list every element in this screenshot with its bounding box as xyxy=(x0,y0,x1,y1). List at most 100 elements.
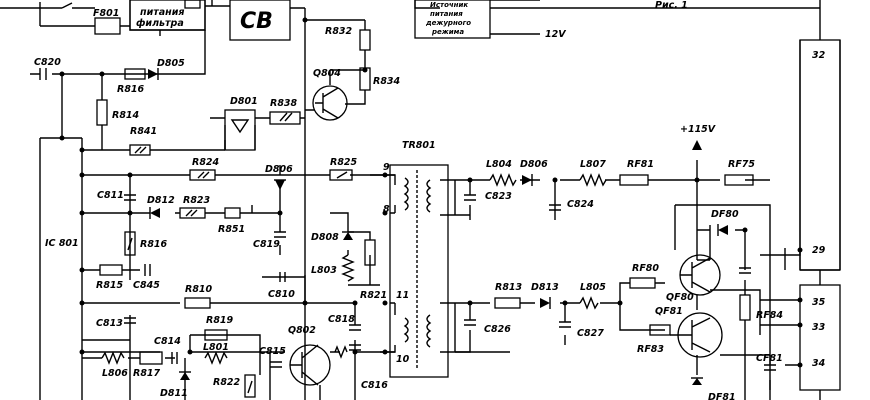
label-r819: R819 xyxy=(206,315,234,326)
label-r813: R813 xyxy=(495,282,523,293)
label-q802: Q802 xyxy=(288,325,316,336)
label-r822: R822 xyxy=(213,377,241,388)
label-l804: L804 xyxy=(486,159,512,170)
label-q804: Q804 xyxy=(313,68,341,79)
label-r821: R821 xyxy=(360,290,387,301)
resistor xyxy=(329,169,353,181)
label-rf83: RF83 xyxy=(637,344,664,355)
resistor xyxy=(124,231,136,256)
block-text: питания фильтра CB Источник питания дежу… xyxy=(136,0,826,369)
resistor xyxy=(269,111,301,125)
label-c827: C827 xyxy=(577,328,604,339)
tr801-core xyxy=(389,164,449,378)
resistor xyxy=(359,29,371,51)
connector-upper xyxy=(799,39,841,271)
label-c813: C813 xyxy=(96,318,123,329)
resistor xyxy=(96,99,108,126)
label-d806a: D806 xyxy=(265,164,293,175)
label-d812: D812 xyxy=(147,195,175,206)
standby-text-line2: питания xyxy=(430,10,463,18)
resistor xyxy=(129,144,151,156)
tr-pin-11: 11 xyxy=(396,290,409,301)
standby-text-line3: дежурного xyxy=(425,19,471,27)
tr-pin-10: 10 xyxy=(396,354,410,365)
label-cf81: CF81 xyxy=(756,353,783,364)
component-labels: F801 C820 R816 D805 R814 R832 Q804 R834 … xyxy=(34,8,783,400)
label-r816a: R816 xyxy=(117,84,145,95)
label-rf81: RF81 xyxy=(627,159,654,170)
filter-block xyxy=(129,0,206,31)
label-r814: R814 xyxy=(112,110,140,121)
connector-lower xyxy=(799,284,841,391)
cv-block xyxy=(229,0,291,41)
label-c811: C811 xyxy=(97,190,124,201)
label-rf84: RF84 xyxy=(756,310,783,321)
label-c819: C819 xyxy=(253,239,280,250)
label-c824: C824 xyxy=(567,199,594,210)
label-d808: D808 xyxy=(311,232,339,243)
pin-35: 35 xyxy=(812,297,826,308)
standby-text-line4: режима xyxy=(431,28,464,36)
label-l807: L807 xyxy=(580,159,606,170)
voltage-115v: +115V xyxy=(680,124,716,135)
label-ic801: IC 801 xyxy=(45,238,79,249)
label-rf75: RF75 xyxy=(728,159,755,170)
label-c820: C820 xyxy=(34,57,61,68)
label-l801: L801 xyxy=(203,342,229,353)
label-qf80: QF80 xyxy=(666,292,694,303)
components xyxy=(39,17,803,398)
standby-block xyxy=(414,0,491,39)
resistor xyxy=(189,169,216,181)
label-c810: C810 xyxy=(268,289,295,300)
resistor xyxy=(724,174,754,186)
figure-caption: Рис. 1 xyxy=(655,0,688,11)
resistor xyxy=(364,239,376,266)
pin-34: 34 xyxy=(812,358,826,369)
resistor xyxy=(179,207,206,219)
filter-text-line1: питания xyxy=(140,7,184,18)
label-df80: DF80 xyxy=(711,209,739,220)
resistor xyxy=(629,277,656,289)
label-r834: R834 xyxy=(373,76,401,87)
label-r838: R838 xyxy=(270,98,298,109)
label-d805: D805 xyxy=(157,58,185,69)
optocoupler-d801 xyxy=(224,109,256,151)
resistor xyxy=(99,264,123,276)
label-r841: R841 xyxy=(130,126,157,137)
tr-pin-8: 8 xyxy=(383,204,390,215)
label-tr801: TR801 xyxy=(402,140,436,151)
label-f801: F801 xyxy=(93,8,119,19)
label-l803: L803 xyxy=(311,265,337,276)
resistor xyxy=(494,297,521,309)
label-r851: R851 xyxy=(218,224,245,235)
tr-pin-9: 9 xyxy=(383,162,390,173)
filter-sub xyxy=(184,0,201,9)
label-l805: L805 xyxy=(580,282,606,293)
label-c818: C818 xyxy=(328,314,355,325)
label-r815: R815 xyxy=(96,280,124,291)
fuse-f801 xyxy=(94,17,121,35)
resistor xyxy=(204,329,228,341)
transistor-q804 xyxy=(312,85,348,121)
resistor xyxy=(619,174,649,186)
resistor xyxy=(244,374,256,398)
pin-33: 33 xyxy=(812,322,826,333)
standby-text-line1: Источник xyxy=(430,1,468,9)
resistor xyxy=(224,207,241,219)
label-d811: D811 xyxy=(160,388,188,399)
resistor xyxy=(184,297,211,309)
cv-text: CB xyxy=(240,9,273,34)
label-d801: D801 xyxy=(230,96,258,107)
filter-text-line2: фильтра xyxy=(136,18,184,29)
label-c815: C815 xyxy=(259,346,286,357)
pin-32: 32 xyxy=(812,50,826,61)
label-rf80: RF80 xyxy=(632,263,659,274)
voltage-12v: 12V xyxy=(545,29,566,40)
resistor xyxy=(139,351,163,365)
label-qf81: QF81 xyxy=(655,306,683,317)
resistor xyxy=(124,68,146,80)
label-r824: R824 xyxy=(192,157,220,168)
label-d806b: D806 xyxy=(520,159,548,170)
pin-29: 29 xyxy=(812,245,826,256)
